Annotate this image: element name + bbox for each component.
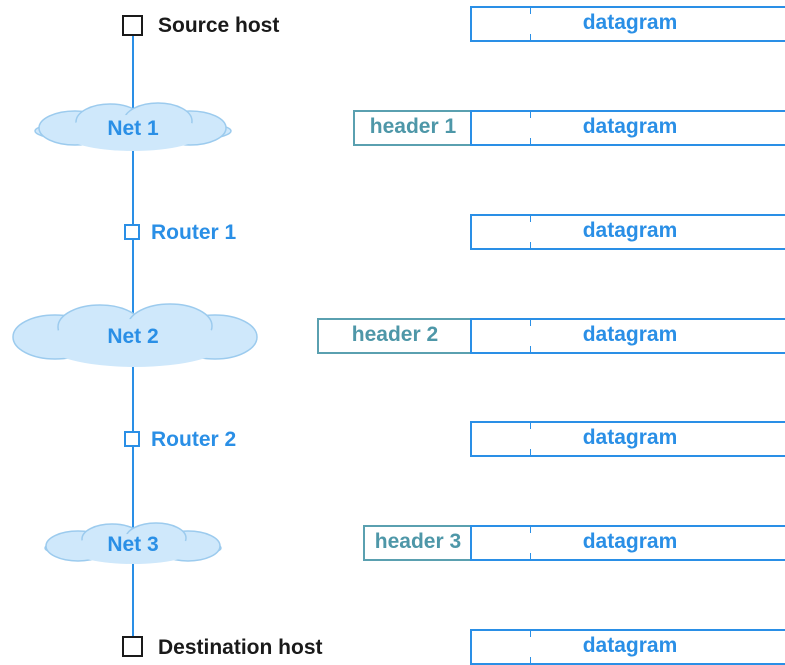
header3-label: header 3 [374, 530, 462, 553]
datagram-label: datagram [582, 323, 678, 346]
field-tick [530, 553, 531, 559]
field-tick [530, 8, 531, 14]
router2-label: Router 2 [151, 428, 237, 451]
net1-cloud-icon [34, 102, 232, 151]
field-tick [530, 34, 531, 40]
header1-box: header 1 [353, 110, 471, 146]
field-tick [530, 449, 531, 455]
header2-label: header 2 [351, 323, 439, 346]
datagram-box: datagram [470, 629, 785, 665]
datagram-box: datagram [470, 525, 785, 561]
router1-icon [124, 224, 140, 240]
field-tick [530, 423, 531, 429]
datagram-label: datagram [582, 426, 678, 449]
field-tick [530, 527, 531, 533]
datagram-label: datagram [582, 219, 678, 242]
router2-icon [124, 431, 140, 447]
field-tick [530, 346, 531, 352]
destination-host-icon [122, 636, 143, 657]
datagram-label: datagram [582, 11, 678, 34]
net2-cloud-icon [12, 303, 258, 367]
datagram-label: datagram [582, 530, 678, 553]
field-tick [530, 138, 531, 144]
datagram-label: datagram [582, 115, 678, 138]
field-tick [530, 242, 531, 248]
source-host-icon [122, 15, 143, 36]
destination-host-label: Destination host [158, 636, 323, 659]
field-tick [530, 657, 531, 663]
datagram-label: datagram [582, 634, 678, 657]
net2-label: Net 2 [107, 325, 159, 348]
field-tick [530, 631, 531, 637]
datagram-box: datagram [470, 110, 785, 146]
source-host-label: Source host [158, 14, 280, 37]
header2-box: header 2 [317, 318, 471, 354]
datagram-box: datagram [470, 6, 785, 42]
field-tick [530, 216, 531, 222]
net1-label: Net 1 [107, 117, 159, 140]
datagram-box: datagram [470, 214, 785, 250]
net3-label: Net 3 [107, 533, 159, 556]
net3-cloud-icon [44, 522, 222, 564]
field-tick [530, 320, 531, 326]
header1-label: header 1 [369, 115, 457, 138]
datagram-box: datagram [470, 421, 785, 457]
datagram-box: datagram [470, 318, 785, 354]
header3-box: header 3 [363, 525, 471, 561]
field-tick [530, 112, 531, 118]
router1-label: Router 1 [151, 221, 237, 244]
